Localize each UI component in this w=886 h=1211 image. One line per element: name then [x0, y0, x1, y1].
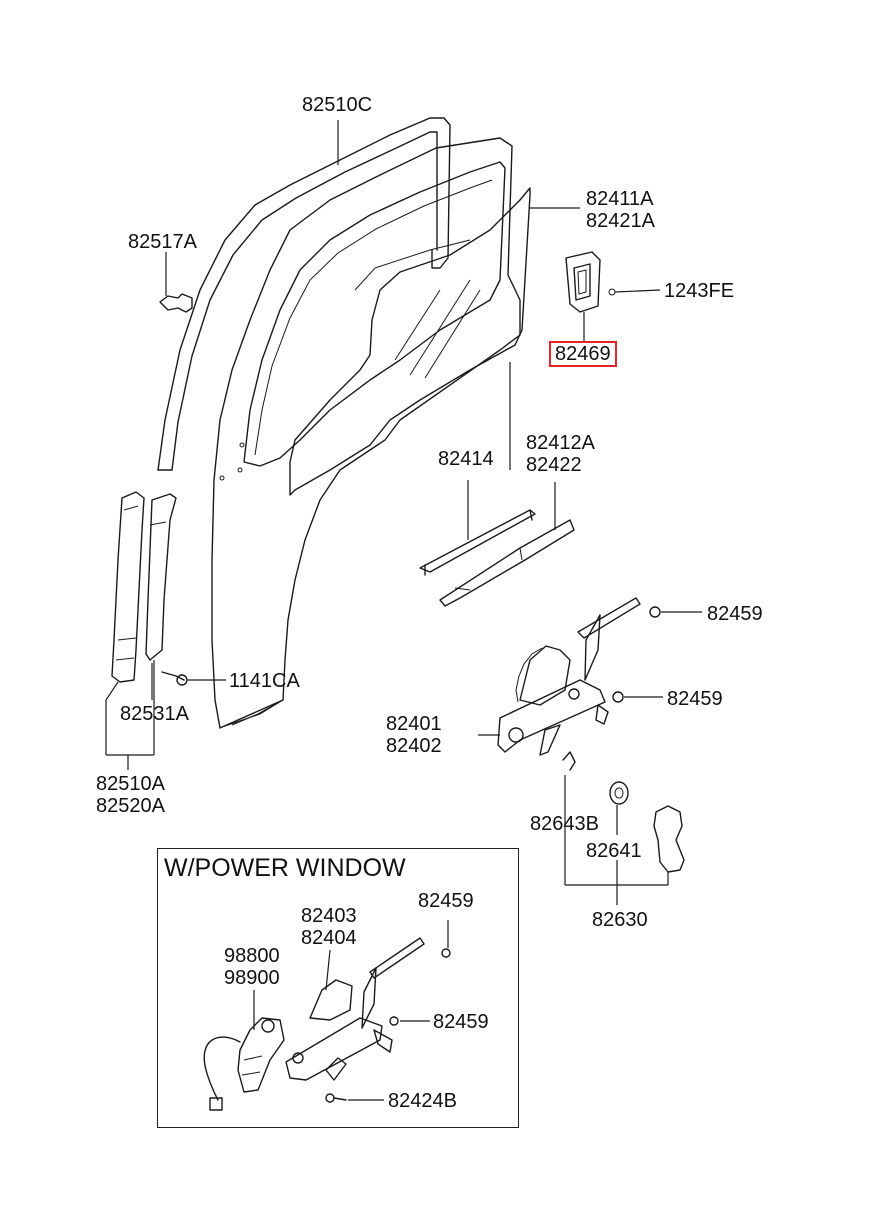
callout-82412A: 82412A [526, 432, 595, 454]
callout-82459-b: 82459 [667, 688, 723, 710]
callout-82459-a: 82459 [707, 603, 763, 625]
callout-82414: 82414 [438, 448, 494, 470]
glass-run-channel-82510C [157, 117, 451, 471]
window-regulator-82401 [478, 597, 702, 756]
callout-82520A: 82520A [96, 795, 165, 817]
callout-82643B: 82643B [530, 813, 599, 835]
callout-82422: 82422 [526, 454, 582, 476]
callout-98900: 98900 [224, 967, 280, 989]
handle-assembly-82630 [562, 751, 685, 905]
power-window-title: W/POWER WINDOW [164, 854, 406, 882]
callout-82401: 82401 [386, 713, 442, 735]
trim-clip-82517A [159, 252, 193, 313]
power-window-regulator-82403 [285, 920, 451, 1081]
callout-82517A: 82517A [128, 231, 197, 253]
callout-82469-highlighted[interactable]: 82469 [549, 341, 617, 367]
callout-82630: 82630 [592, 909, 648, 931]
power-window-inset [157, 848, 519, 1128]
callout-98800: 98800 [224, 945, 280, 967]
bolt-82424B [325, 1093, 384, 1103]
division-channels-82510A [105, 491, 177, 770]
callout-82404: 82404 [301, 927, 357, 949]
panel-holes [219, 442, 245, 481]
callout-82411A: 82411A [586, 188, 654, 210]
callout-82459-c: 82459 [418, 890, 474, 912]
inner-run-channel [243, 161, 506, 467]
callout-82531A: 82531A [120, 703, 189, 725]
leader-lines [151, 120, 580, 726]
door-glass-82411A [289, 187, 531, 496]
callout-82421A: 82421A [586, 210, 655, 232]
callout-82510A: 82510A [96, 773, 165, 795]
callout-82403: 82403 [301, 905, 357, 927]
bracket-82469 [565, 251, 661, 342]
glass-rail-82414 [419, 480, 536, 576]
callout-82424B: 82424B [388, 1090, 457, 1112]
callout-1243FE: 1243FE [664, 280, 735, 302]
callout-82641: 82641 [586, 840, 642, 862]
callout-1141CA: 1141CA [229, 670, 300, 692]
callout-82510C: 82510C [302, 94, 373, 116]
callout-82402: 82402 [386, 735, 442, 757]
screw-1141CA [161, 671, 226, 686]
callout-82459-d: 82459 [433, 1011, 489, 1033]
power-window-motor-98800 [203, 990, 285, 1111]
glass-channel-82412A [439, 482, 575, 607]
